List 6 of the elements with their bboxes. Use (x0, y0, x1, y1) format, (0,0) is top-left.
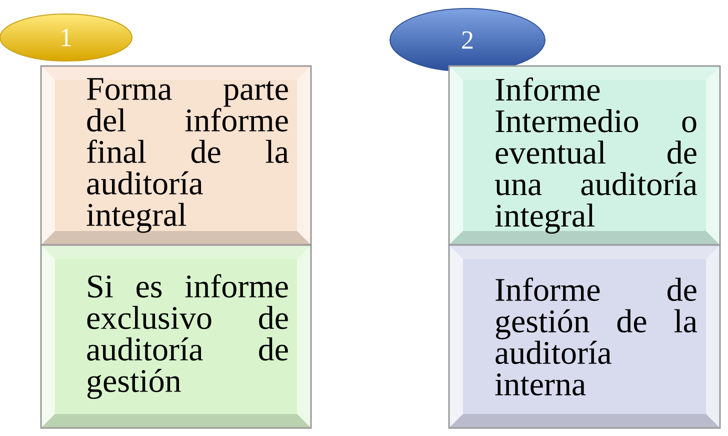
text-box: Forma parte del informe final de la auditoría integral (40, 65, 312, 246)
text-box: Si es informe exclusivo de auditoría de gestión (40, 244, 312, 429)
oval-label: 2 (390, 8, 546, 72)
text-box: Informe de gestión de la auditoría interna (448, 244, 721, 429)
text-box: Informe Intermedio o eventual de una auditoría integral (448, 65, 721, 246)
oval-label: 1 (0, 14, 132, 62)
